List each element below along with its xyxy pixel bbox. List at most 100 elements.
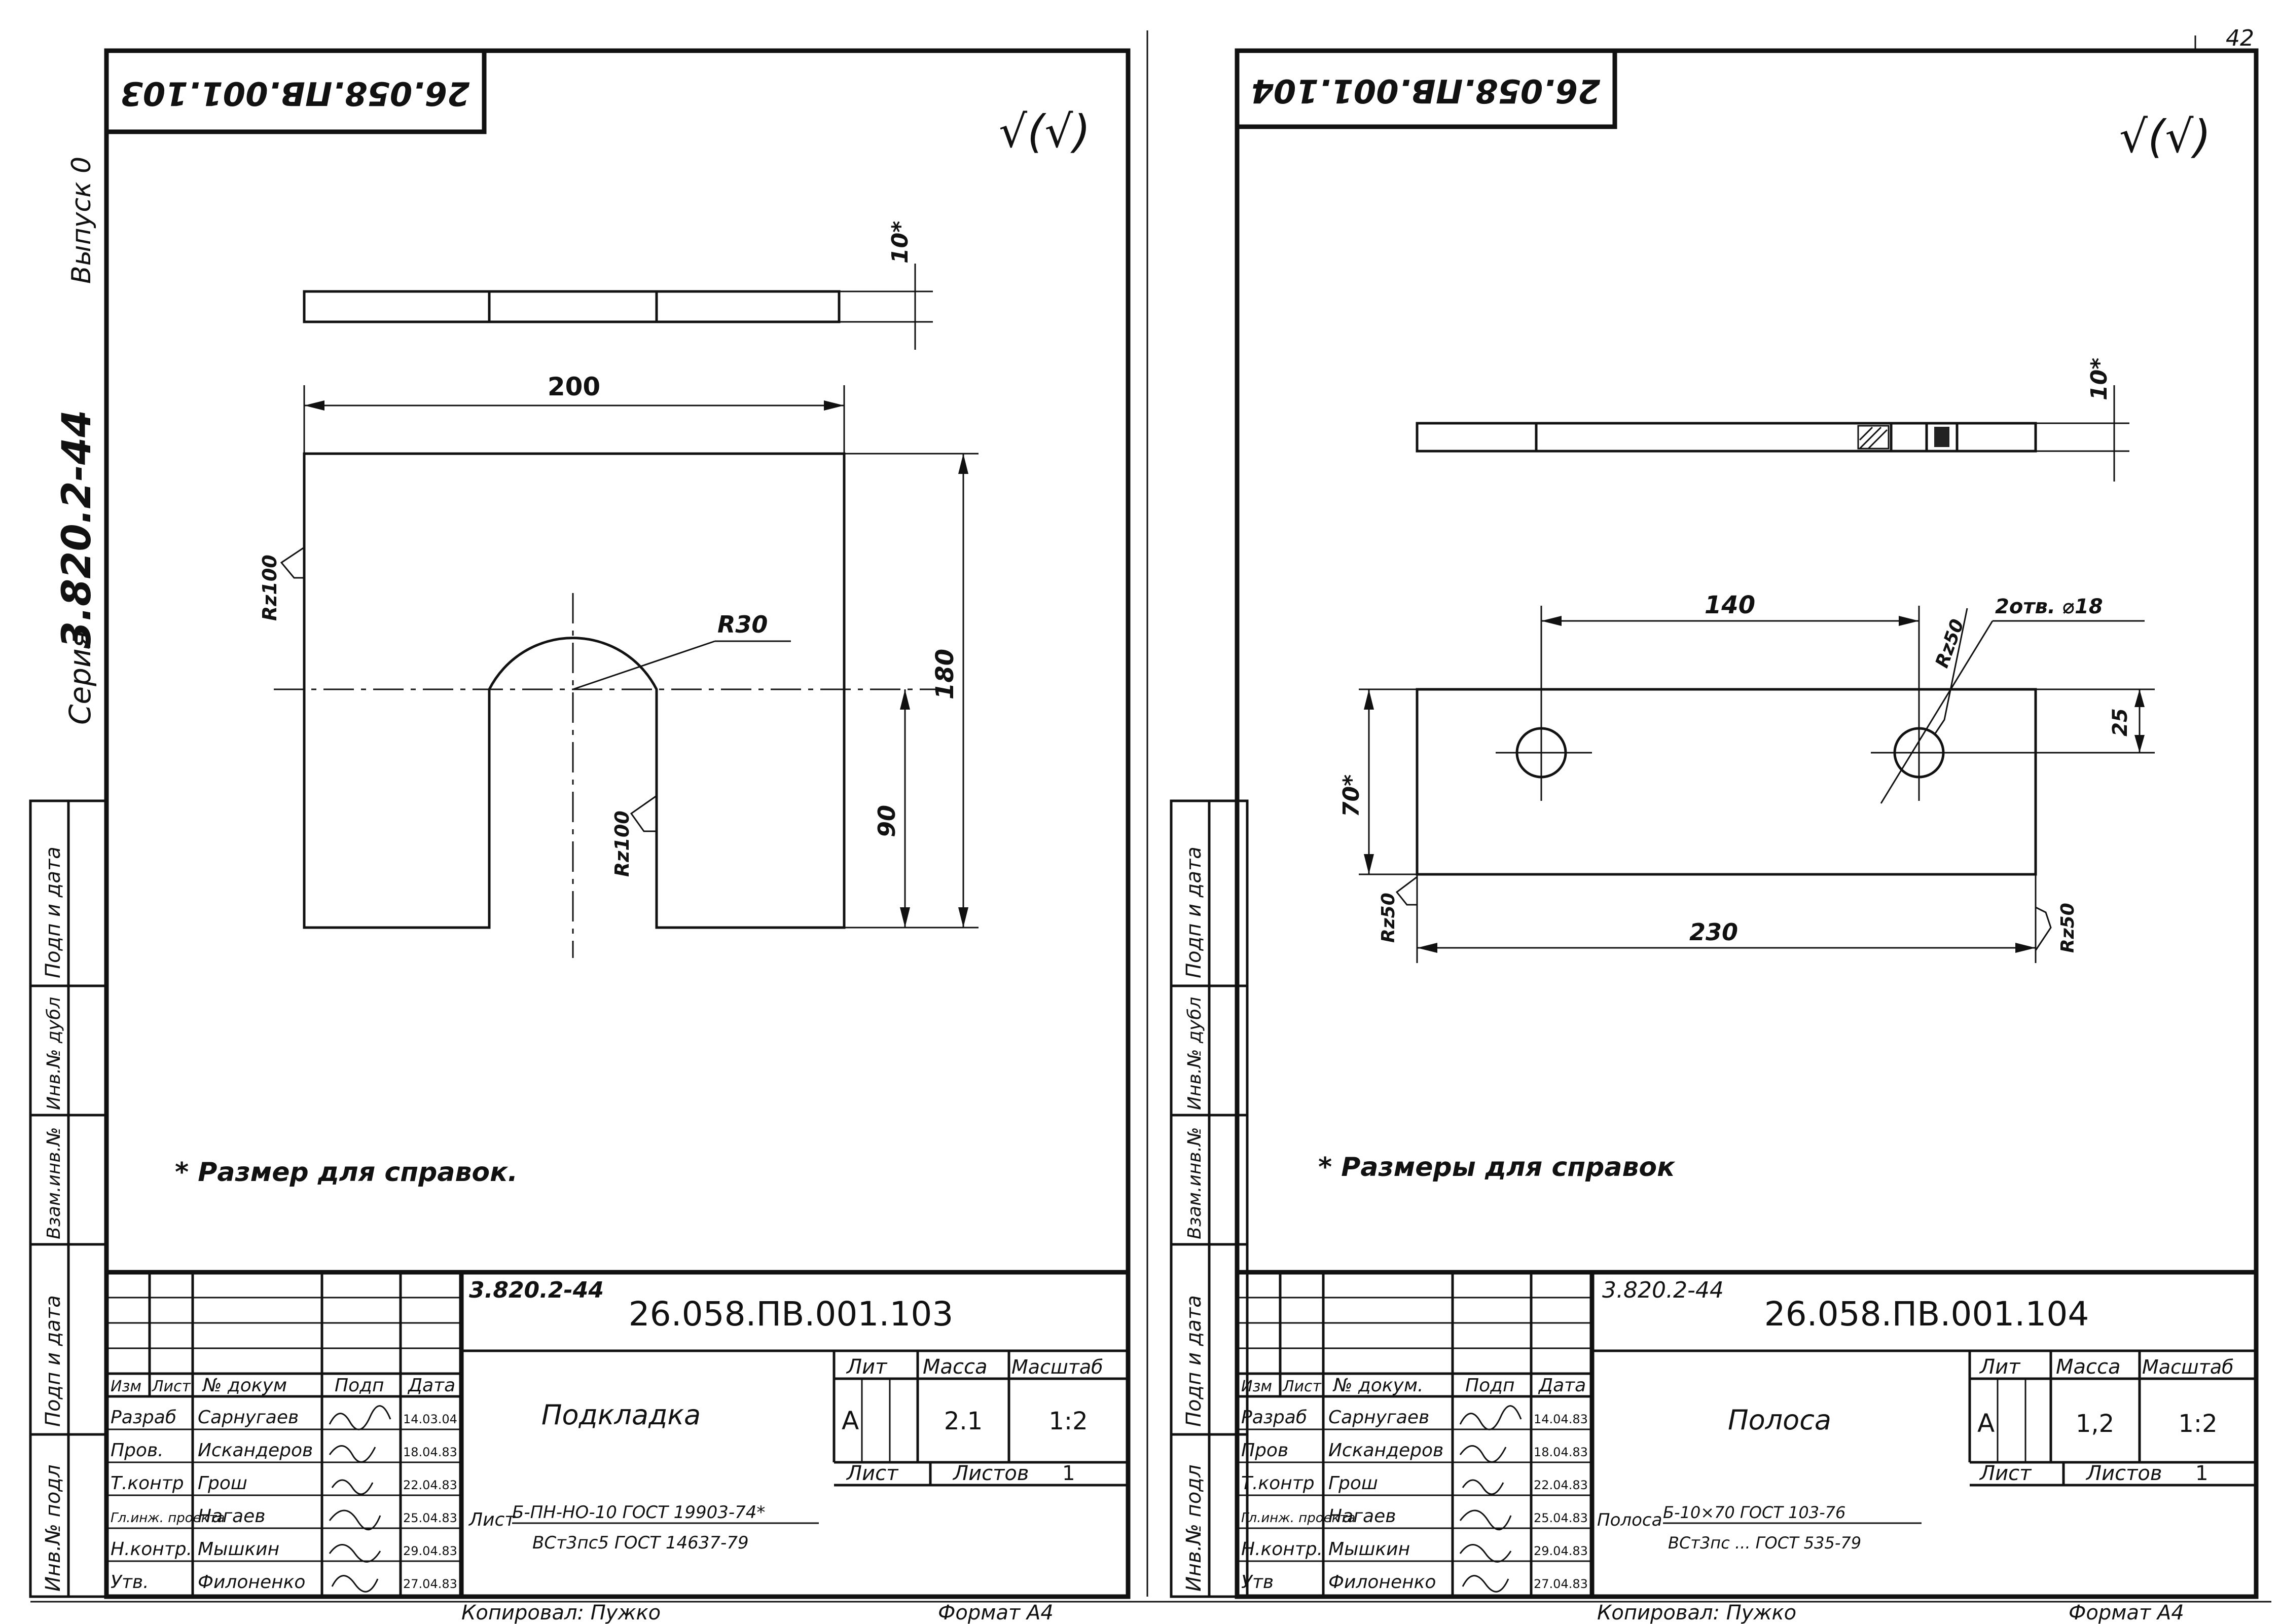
staff-date: 29.04.83 (1534, 1544, 1588, 1558)
staff-date: 14.04.83 (1534, 1412, 1588, 1426)
staff-name: Грош (1328, 1473, 1378, 1494)
hdr-date: Дата (407, 1375, 455, 1396)
doc-code-rotated: 26.058.ПВ.001.104 (1251, 71, 1600, 109)
dim-length: 230 (1689, 918, 1738, 946)
series-handwritten: 3.820.2-44 (1602, 1277, 1724, 1303)
dim-spacing: 140 (1705, 591, 1755, 619)
hdr-izm: Изм (111, 1378, 141, 1395)
material-line2: ВСт3пс5 ГОСТ 14637-79 (532, 1533, 749, 1553)
format: Формат А4 (938, 1601, 1054, 1624)
sheet-left: Серия 3.820.2-44 Выпуск 0 Подп и дата Ин… (29, 48, 1131, 1624)
side-field-5: Инв.№ подл (1182, 1464, 1206, 1592)
dim-holes: 2отв. ⌀18 (1995, 595, 2103, 618)
title-block-right: Изм Лист № докум. Подп Дата Разраб Сарну… (1235, 1270, 2259, 1599)
series-handwritten: 3.820.2-44 (469, 1277, 604, 1303)
staff-role: Разраб (111, 1407, 176, 1428)
material-line1: Б-ПН-НО-10 ГОСТ 19903-74* (512, 1502, 765, 1523)
staff-name: Мышкин (198, 1539, 279, 1560)
dim-height: 180 (931, 649, 959, 699)
side-field-2: Инв.№ дубл (1184, 997, 1205, 1110)
hdr-doc: № докум. (1332, 1375, 1423, 1396)
staff-name: Филоненко (198, 1572, 305, 1593)
roughness-mark: √(√) (999, 105, 1091, 158)
rz-hole: Rz50 (1932, 616, 1968, 671)
hdr-sign: Подп (335, 1375, 384, 1396)
side-stamp: Серия 3.820.2-44 Выпуск 0 Подп и дата Ин… (29, 157, 108, 1598)
material-prefix: Полоса (1597, 1510, 1662, 1530)
plate-front-view: 200 180 90 R30 Rz100 Rz100 (259, 372, 979, 958)
designation: 26.058.ПВ.001.104 (1764, 1295, 2089, 1334)
side-issue: Выпуск 0 (66, 157, 97, 284)
lit-label: Лит (1979, 1355, 2021, 1379)
scale-value: 1:2 (2178, 1410, 2217, 1438)
rz-left: Rz50 (1378, 893, 1399, 943)
sheet-right: Подп и дата Инв.№ дубл Взам.инв.№ Подп и… (1170, 48, 2259, 1624)
staff-name: Мышкин (1328, 1539, 1410, 1560)
dim-edge: 25 (2109, 708, 2132, 736)
side-field-4: Подп и дата (1182, 1295, 1206, 1427)
dim-thickness: 10* (2086, 358, 2112, 400)
sheets-value: 1 (1062, 1462, 1075, 1485)
dim-width: 70* (1338, 774, 1364, 817)
rz-left: Rz100 (259, 555, 281, 621)
copied-by: Копировал: Пужко (461, 1601, 661, 1624)
page-number: 42 (2226, 25, 2254, 51)
staff-name: Грош (198, 1473, 247, 1494)
staff-role: Пров (1241, 1440, 1288, 1461)
sheet-label: Лист (1979, 1462, 2032, 1485)
staff-date: 27.04.83 (1534, 1577, 1588, 1591)
side-series-label: Серия (63, 631, 97, 725)
lit-label: Лит (846, 1355, 888, 1379)
side-field-1: Подп и дата (42, 846, 65, 978)
staff-date: 27.04.83 (403, 1577, 457, 1591)
hdr-doc: № докум (202, 1375, 287, 1396)
staff-role: Т.контр (1241, 1473, 1315, 1494)
staff-date: 25.04.83 (1534, 1511, 1588, 1525)
strip-front-view: 140 2отв. ⌀18 Rz50 70* 25 (1338, 591, 2155, 963)
dim-radius: R30 (717, 611, 768, 638)
mass-label: Масса (2056, 1355, 2121, 1379)
mass-value: 2.1 (944, 1407, 983, 1435)
part-name: Подкладка (541, 1399, 701, 1431)
staff-date: 29.04.83 (403, 1544, 457, 1558)
staff-date: 25.04.83 (403, 1511, 457, 1525)
sheets-label: Листов (2085, 1462, 2162, 1485)
note-left: * Размер для справок. (175, 1157, 518, 1188)
staff-role: Разраб (1241, 1407, 1307, 1428)
staff-name: Нагаев (198, 1506, 265, 1527)
lit-value: А (842, 1406, 859, 1435)
staff-name: Филоненко (1328, 1572, 1436, 1593)
staff-date: 18.04.83 (1534, 1445, 1588, 1459)
side-field-1: Подп и дата (1182, 846, 1206, 978)
side-field-5: Инв.№ подл (42, 1464, 65, 1592)
dim-half-height: 90 (873, 805, 900, 837)
rz-slot: Rz100 (611, 810, 633, 877)
scale-value: 1:2 (1048, 1407, 1088, 1435)
mass-label: Масса (923, 1355, 988, 1379)
material-line2: ВСт3пс ... ГОСТ 535-79 (1668, 1533, 1861, 1553)
staff-name: Сарнугаев (198, 1407, 299, 1428)
mass-value: 1,2 (2076, 1410, 2114, 1438)
side-stamp-right: Подп и дата Инв.№ дубл Взам.инв.№ Подп и… (1170, 799, 1249, 1598)
staff-date: 14.03.04 (403, 1412, 457, 1426)
staff-name: Сарнугаев (1328, 1407, 1429, 1428)
staff-date: 22.04.83 (403, 1478, 457, 1492)
staff-name: Искандеров (198, 1440, 313, 1461)
lit-value: А (1977, 1409, 1995, 1438)
material-line1: Б-10×70 ГОСТ 103-76 (1663, 1503, 1845, 1522)
staff-role: Утв (1241, 1572, 1274, 1593)
sheet-label: Лист (846, 1462, 899, 1485)
hdr-list: Лист (152, 1378, 192, 1395)
scale-label: Масштаб (1011, 1356, 1103, 1378)
staff-role: Гл.инж. проекта (1241, 1510, 1355, 1526)
sheets-value: 1 (2195, 1462, 2208, 1485)
hdr-date: Дата (1538, 1375, 1586, 1396)
sheets-label: Листов (952, 1462, 1029, 1485)
hdr-list: Лист (1282, 1378, 1322, 1395)
rz-right: Rz50 (2057, 903, 2078, 953)
doc-code-rotated: 26.058.ПВ.001.103 (120, 74, 469, 112)
title-block-left: Изм Лист № докум Подп Дата Разраб Сарнуг… (104, 1270, 1131, 1599)
staff-date: 22.04.83 (1534, 1478, 1588, 1492)
scale-label: Масштаб (2142, 1356, 2234, 1378)
